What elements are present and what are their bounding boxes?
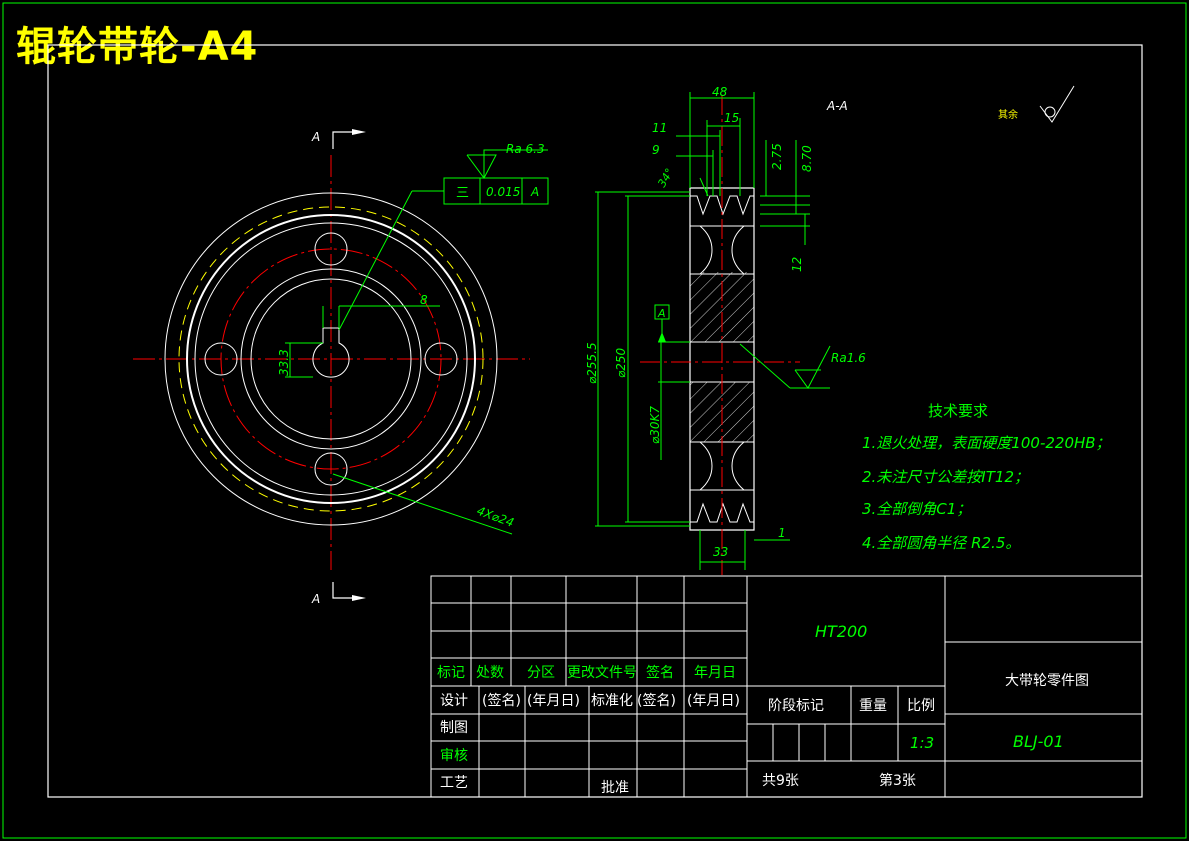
bore-dia: ⌀30K7 bbox=[648, 406, 662, 444]
tb-design-3: 标准化 bbox=[591, 693, 633, 709]
tb-scale-value: 1:3 bbox=[910, 734, 934, 752]
hole-right bbox=[424, 342, 458, 376]
dim-9: 9 bbox=[652, 143, 660, 157]
hub-outer-circle bbox=[240, 268, 422, 450]
roughness-symbol bbox=[1039, 85, 1075, 123]
tb-material: HT200 bbox=[815, 622, 867, 641]
section-label-bottom: A bbox=[311, 592, 320, 606]
bore-roughness: Ra1.6 bbox=[831, 351, 866, 365]
tb-drawing-no: BLJ-01 bbox=[1013, 732, 1064, 751]
tb-header-4: 签名 bbox=[646, 664, 674, 681]
dim-48: 48 bbox=[712, 85, 728, 99]
tb-design-0: 设计 bbox=[440, 693, 468, 709]
keyway-bore bbox=[312, 327, 350, 378]
tb-scale-label: 比例 bbox=[907, 698, 935, 714]
bolt-circle bbox=[220, 248, 442, 470]
rim-inner-circle bbox=[194, 222, 468, 496]
key-height-dim: 33.3 bbox=[277, 349, 291, 376]
tech-heading: 技术要求 bbox=[928, 402, 988, 420]
section-view-dimensions bbox=[595, 92, 831, 570]
groove-angle: 34° bbox=[655, 166, 676, 189]
tb-design-1: (签名) bbox=[482, 692, 521, 709]
tb-drawing-name: 大带轮零件图 bbox=[1005, 673, 1089, 689]
tb-header-0: 标记 bbox=[437, 665, 465, 681]
tb-stage: 阶段标记 bbox=[768, 698, 824, 714]
hole-callout: 4X⌀24 bbox=[475, 504, 516, 530]
dia-250: ⌀250 bbox=[614, 348, 628, 378]
drawing-title: 辊轮带轮-A4 bbox=[16, 24, 259, 70]
tb-header-1: 处数 bbox=[476, 665, 504, 681]
tech-item-1: 1.退火处理，表面硬度100-220HB； bbox=[862, 434, 1111, 452]
tb-total-sheets: 共9张 bbox=[762, 773, 799, 789]
inner-border bbox=[47, 44, 1143, 798]
tb-header-3: 更改文件号 bbox=[567, 665, 637, 681]
hub-inner-circle bbox=[250, 278, 412, 440]
hole-top bbox=[314, 232, 348, 266]
front-view-dimensions bbox=[285, 149, 549, 535]
dim-33: 33 bbox=[713, 545, 728, 559]
outer-circle bbox=[164, 192, 498, 526]
tb-row-review: 审核 bbox=[440, 748, 468, 764]
dim-11: 11 bbox=[652, 121, 667, 135]
tb-row-drawing: 制图 bbox=[440, 720, 468, 736]
section-title: A-A bbox=[826, 99, 848, 113]
tb-weight: 重量 bbox=[859, 698, 887, 714]
tb-header-2: 分区 bbox=[527, 665, 555, 681]
tb-design-4: (签名) bbox=[637, 692, 676, 709]
tolerance-datum: A bbox=[530, 185, 539, 199]
tech-item-2: 2.未注尺寸公差按IT12； bbox=[862, 468, 1029, 486]
pitch-circle bbox=[178, 206, 484, 512]
hole-bottom bbox=[314, 452, 348, 486]
section-datum: A bbox=[657, 307, 666, 320]
roughness-label: Ra 6.3 bbox=[506, 142, 545, 156]
section-view bbox=[640, 95, 800, 575]
title-block-text: 标记 处数 分区 更改文件号 签名 年月日 设计 (签名) (年月日) 标准化 … bbox=[437, 622, 1089, 796]
title-block-grid bbox=[430, 575, 1143, 798]
groove-circle bbox=[186, 214, 476, 504]
dim-8-70: 8.70 bbox=[800, 145, 814, 172]
tb-approve: 批准 bbox=[601, 780, 629, 796]
tb-sheet-no: 第3张 bbox=[879, 772, 916, 789]
tb-design-5: (年月日) bbox=[687, 693, 740, 709]
hole-left bbox=[204, 342, 238, 376]
tech-item-4: 4.全部圆角半径 R2.5。 bbox=[862, 534, 1020, 552]
section-label-top: A bbox=[311, 130, 320, 144]
tb-row-process: 工艺 bbox=[440, 775, 468, 791]
dim-2-75: 2.75 bbox=[770, 143, 784, 170]
dia-255-5: ⌀255.5 bbox=[585, 342, 599, 384]
tech-item-3: 3.全部倒角C1； bbox=[862, 500, 971, 518]
key-width-dim: 8 bbox=[420, 293, 428, 307]
surface-note: 其余 bbox=[998, 108, 1018, 121]
tb-design-2: (年月日) bbox=[527, 693, 580, 709]
tolerance-value: 0.015 bbox=[486, 185, 520, 199]
tb-header-5: 年月日 bbox=[694, 665, 736, 681]
dim-15: 15 bbox=[724, 111, 739, 125]
dim-12: 12 bbox=[790, 257, 804, 272]
dim-1: 1 bbox=[778, 526, 786, 540]
front-view bbox=[133, 129, 530, 601]
tolerance-symbol: 三 bbox=[456, 186, 469, 201]
